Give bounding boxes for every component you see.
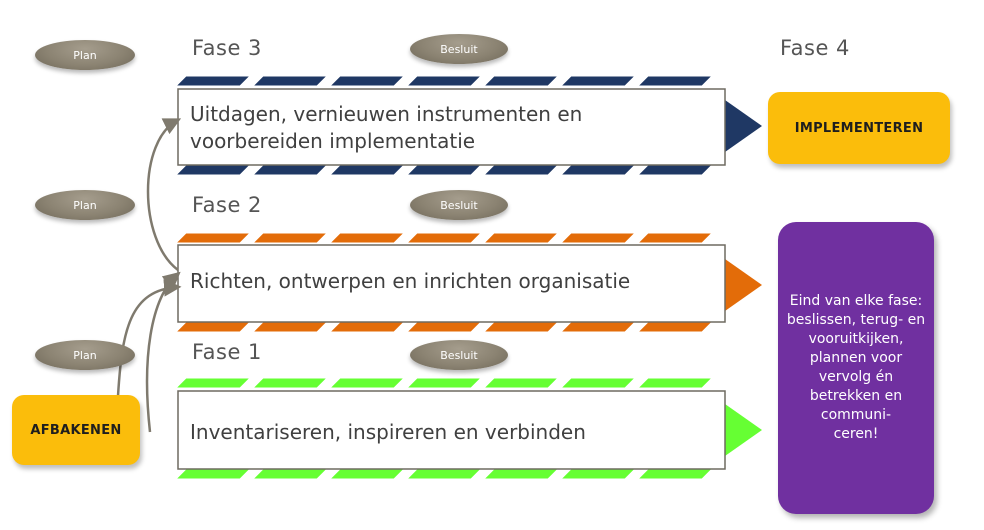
fase-2-band-stripe <box>328 232 406 244</box>
fase-2-band-stripe <box>559 321 637 333</box>
fase-2-content-box <box>177 244 726 323</box>
fase-1-label: Fase 1 <box>192 340 262 364</box>
fase-2-band-stripe <box>174 232 252 244</box>
fase-1-band-stripe <box>251 377 329 389</box>
fase-3-band-stripe <box>482 75 560 87</box>
plan-pill-fase-1: Plan <box>35 340 135 370</box>
fase-2-band-stripe <box>636 321 714 333</box>
fase-1-band-stripe <box>559 377 637 389</box>
fase-1-band-stripe <box>328 377 406 389</box>
fase-1-band-stripe <box>559 468 637 480</box>
afbakenen-box: AFBAKENEN <box>12 395 140 465</box>
fase-3-description: Uitdagen, vernieuwen instrumenten en voo… <box>190 102 583 153</box>
fase-1-band-stripe <box>636 468 714 480</box>
fase-1-band-stripe <box>251 468 329 480</box>
besluit-pill-fase-3: Besluit <box>410 34 508 64</box>
fase-3-band-stripe <box>482 164 560 176</box>
fase-3-band-stripe <box>174 75 252 87</box>
fase-1-band-stripe <box>174 377 252 389</box>
fase-3-band-stripe <box>174 164 252 176</box>
fase-2-band-stripe <box>559 232 637 244</box>
fase-3-content-box <box>177 88 726 166</box>
fase-2-band-stripe <box>251 321 329 333</box>
fase-2-band-stripe <box>405 232 483 244</box>
fase-1-band-stripe <box>174 468 252 480</box>
fase-2-description: Richten, ontwerpen en inrichten organisa… <box>190 269 631 293</box>
phase-end-note: Eind van elke fase: beslissen, terug- en… <box>778 222 934 514</box>
fase-2-band-stripe <box>482 232 560 244</box>
fase-1-arrow-tip <box>725 404 762 456</box>
fase-2-label: Fase 2 <box>192 193 262 217</box>
fase-3-band-stripe <box>636 164 714 176</box>
fase-3-band-stripe <box>559 75 637 87</box>
fase-2-arrow-tip <box>725 259 762 311</box>
fase-3-band-stripe <box>559 164 637 176</box>
fase-3-arrow-tip <box>725 100 762 152</box>
fase-2-band-stripe <box>636 232 714 244</box>
fase-2-band-stripe <box>251 232 329 244</box>
fase-1-band-stripe <box>405 468 483 480</box>
implementeren-box: IMPLEMENTEREN <box>768 92 950 164</box>
phase-end-note-text: Eind van elke fase: beslissen, terug- en… <box>786 293 926 442</box>
plan-pill-fase-3: Plan <box>35 40 135 70</box>
fase-3-band-stripe <box>251 164 329 176</box>
fase-1-content-box <box>177 390 726 470</box>
fase-3-band-stripe <box>405 75 483 87</box>
fase-3-band-stripe <box>251 75 329 87</box>
connector-arrow-fase2-to-fase3 <box>146 118 182 271</box>
fase-1-description: Inventariseren, inspireren en verbinden <box>190 420 586 444</box>
fase-2-band-stripe <box>482 321 560 333</box>
plan-pill-fase-2: Plan <box>35 190 135 220</box>
fase-3-band-stripe <box>328 164 406 176</box>
fase-3-band-stripe <box>636 75 714 87</box>
fase-2-band-stripe <box>405 321 483 333</box>
fase-3-label: Fase 3 <box>192 36 262 60</box>
fase-1-band-stripe <box>636 377 714 389</box>
besluit-pill-fase-1: Besluit <box>410 340 508 370</box>
fase-1-band-stripe <box>482 468 560 480</box>
fase-1-band-stripe <box>482 377 560 389</box>
fase-1-band-stripe <box>328 468 406 480</box>
fase-2-band-stripe <box>174 321 252 333</box>
fase-3-band-stripe <box>328 75 406 87</box>
fase-3-band-stripe <box>405 164 483 176</box>
fase-4-label: Fase 4 <box>780 36 850 60</box>
fase-1-band-stripe <box>405 377 483 389</box>
besluit-pill-fase-2: Besluit <box>410 190 508 220</box>
connector-arrow-fase1-to-fase2 <box>145 271 181 433</box>
fase-2-band-stripe <box>328 321 406 333</box>
